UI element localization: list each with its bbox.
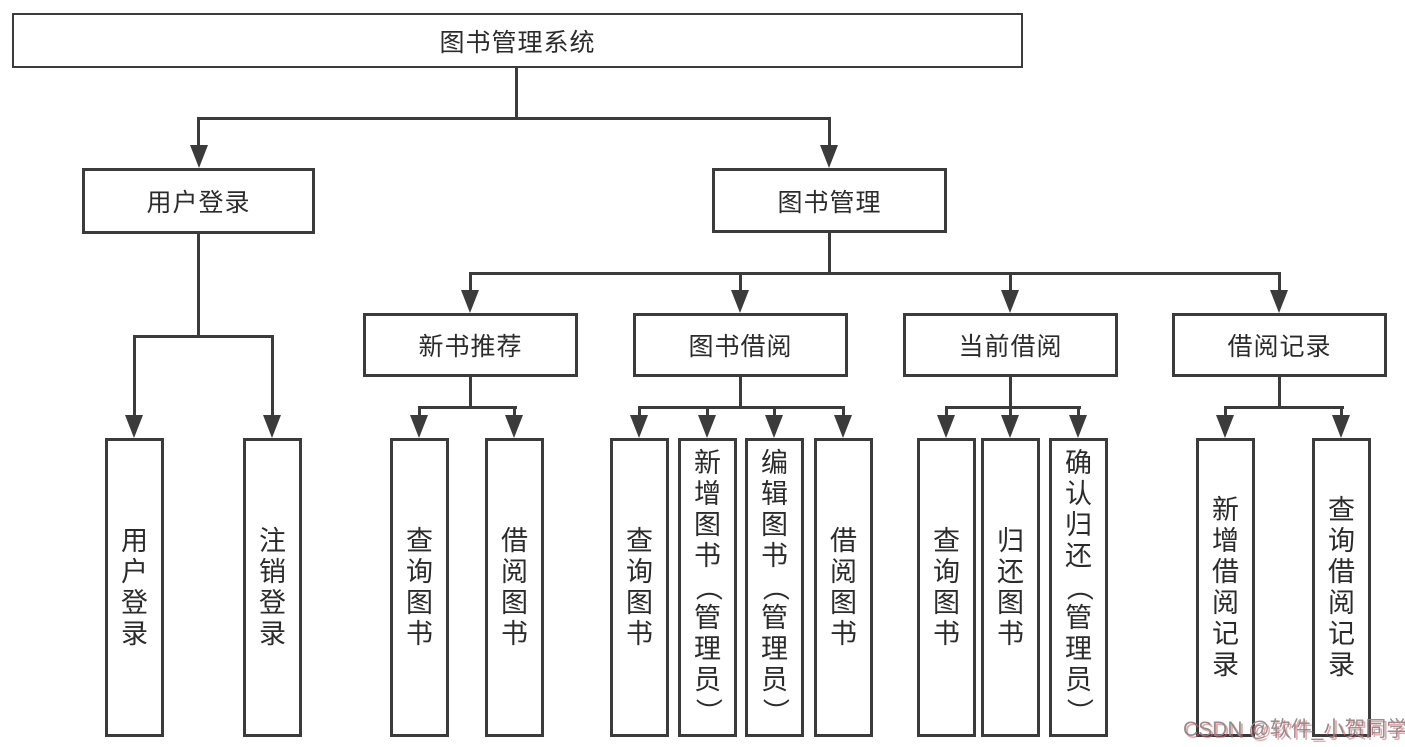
connector-drop-leaf: [1224, 407, 1227, 420]
connector-drop-level3: [739, 274, 742, 294]
arrow-down-icon: [190, 145, 208, 168]
connector-bar: [638, 406, 845, 409]
leaf-query-borrow-record: 查询借阅记录: [1312, 438, 1371, 737]
leaf-query-books: 查询图书: [610, 438, 669, 737]
node-book-management: 图书管理: [712, 168, 947, 233]
arrow-down-icon: [1069, 415, 1087, 438]
arrow-down-icon: [765, 415, 783, 438]
node-new-book-recommendation: 新书推荐: [363, 313, 578, 377]
arrow-down-icon: [125, 415, 143, 438]
arrow-down-icon: [834, 415, 852, 438]
connector-drop-book-management: [828, 118, 831, 150]
leaf-add-books-admin: 新增图书（管理员）: [678, 438, 737, 737]
connector-drop-level3: [1278, 274, 1281, 294]
arrow-down-icon: [1001, 290, 1019, 313]
connector-drop-leaf: [1340, 407, 1343, 420]
arrow-down-icon: [731, 290, 749, 313]
arrow-down-icon: [1001, 415, 1019, 438]
arrow-down-icon: [1270, 290, 1288, 313]
arrow-down-icon: [937, 415, 955, 438]
node-borrowing-records: 借阅记录: [1172, 313, 1387, 377]
connector-user-login-stem: [197, 234, 200, 336]
connector-level2-bar: [469, 272, 1281, 275]
node-user-login: 用户登录: [82, 168, 315, 234]
arrow-down-icon: [505, 415, 523, 438]
connector-drop-leaf: [945, 407, 948, 420]
csdn-watermark: CSDN @软件_小贺同学: [1183, 718, 1405, 741]
connector-book-management-stem: [828, 233, 831, 275]
leaf-borrow-books: 借阅图书: [814, 438, 873, 737]
leaf-edit-books-admin: 编辑图书（管理员）: [745, 438, 804, 737]
connector-drop-leaf: [1077, 407, 1080, 420]
connector-drop-leaf: [271, 336, 274, 420]
connector-drop-leaf: [773, 407, 776, 420]
connector-drop-leaf: [1009, 407, 1012, 420]
leaf-confirm-return-admin: 确认归还（管理员）: [1049, 438, 1108, 737]
arrow-down-icon: [461, 290, 479, 313]
connector-level1-bar: [197, 117, 831, 120]
connector-drop-user-login: [197, 118, 200, 150]
connector-stem: [739, 376, 742, 408]
arrow-down-icon: [1216, 415, 1234, 438]
connector-drop-level3: [469, 274, 472, 294]
leaf-logout-login: 注销登录: [243, 438, 302, 737]
connector-stem: [1009, 376, 1012, 408]
node-book-borrowing: 图书借阅: [633, 313, 848, 377]
node-library-management-system: 图书管理系统: [12, 13, 1023, 68]
leaf-add-borrow-record: 新增借阅记录: [1196, 438, 1255, 737]
connector-drop-leaf: [513, 407, 516, 420]
connector-drop-leaf: [418, 407, 421, 420]
connector-root-stem: [515, 68, 518, 119]
connector-drop-leaf: [133, 336, 136, 420]
connector-stem: [1278, 376, 1281, 408]
connector-stem: [469, 376, 472, 408]
arrow-down-icon: [630, 415, 648, 438]
leaf-user-login: 用户登录: [105, 438, 164, 737]
connector-user-login-bar: [133, 335, 274, 338]
leaf-query-books: 查询图书: [390, 438, 449, 737]
connector-bar: [1224, 406, 1344, 409]
connector-bar: [945, 406, 1081, 409]
leaf-borrow-books: 借阅图书: [485, 438, 544, 737]
connector-bar: [418, 406, 517, 409]
node-current-borrowing: 当前借阅: [903, 313, 1118, 377]
leaf-query-books: 查询图书: [917, 438, 976, 737]
arrow-down-icon: [698, 415, 716, 438]
arrow-down-icon: [1332, 415, 1350, 438]
connector-drop-level3: [1009, 274, 1012, 294]
connector-drop-leaf: [706, 407, 709, 420]
arrow-down-icon: [410, 415, 428, 438]
connector-drop-leaf: [638, 407, 641, 420]
arrow-down-icon: [263, 415, 281, 438]
leaf-return-books: 归还图书: [981, 438, 1040, 737]
arrow-down-icon: [820, 145, 838, 168]
connector-drop-leaf: [842, 407, 845, 420]
